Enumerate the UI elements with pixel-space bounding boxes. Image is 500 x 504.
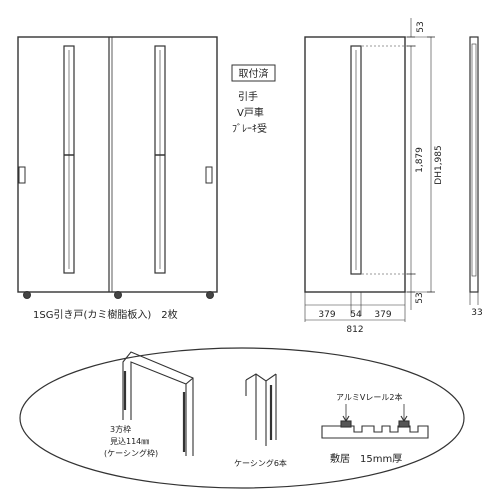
- dim-bottom-text: 53: [415, 292, 425, 303]
- parts-oval: [19, 347, 465, 489]
- dim-middle-text: 1,879: [415, 147, 425, 173]
- casing-label: ケーシング6本: [234, 458, 287, 468]
- door-caption: 1SG引き戸(カミ樹脂板入) 2枚: [33, 308, 178, 321]
- dim-width-center: 54: [350, 310, 362, 320]
- frame-outer: [122, 351, 194, 456]
- frame-inner: [130, 361, 187, 456]
- right-recessed-pull: [205, 166, 213, 184]
- rail-left: [340, 420, 352, 428]
- sill-label: 敷居 15mm厚: [330, 452, 402, 465]
- dim-depth-text: 33: [471, 308, 482, 318]
- dim-width-total-text: 812: [346, 325, 363, 335]
- casing-top: [245, 373, 277, 382]
- wheel-1: [23, 291, 31, 299]
- installed-badge-box: [231, 64, 276, 82]
- frame-label-line2: 見込114㎜: [110, 437, 149, 446]
- rail-label: アルミVレール2本: [336, 392, 402, 402]
- left-door-long-handle: [63, 45, 75, 274]
- right-door-long-handle: [154, 45, 166, 274]
- dim-width-right: 379: [374, 310, 391, 320]
- elevation-outline: [304, 36, 406, 293]
- frame-sketch: [122, 351, 194, 456]
- frame-label-line1: 3方枠: [110, 424, 131, 434]
- casing-sketch: [245, 373, 277, 446]
- accessory-handle: 引手: [238, 90, 258, 103]
- frame-corner: [185, 377, 194, 385]
- wheel-3: [206, 291, 214, 299]
- wheel-2: [114, 291, 122, 299]
- accessory-brake: ﾌﾞﾚｰｷ受: [232, 123, 267, 135]
- installed-badge: 取付済: [239, 67, 269, 80]
- frame-label-line3: (ケーシング枠): [104, 448, 158, 458]
- door-outline: [17, 36, 218, 293]
- dim-width-left: 379: [318, 310, 335, 320]
- left-recessed-pull: [18, 166, 26, 184]
- sill-profile: [321, 425, 429, 439]
- side-section: [469, 36, 479, 293]
- side-section-inner: [471, 43, 477, 277]
- door-pair: [17, 36, 218, 299]
- door-elevation: [304, 18, 479, 322]
- sill-sketch: [321, 404, 429, 439]
- dim-overall-text: DH1,985: [434, 145, 444, 184]
- accessory-roller: V戸車: [237, 106, 264, 119]
- dim-top-text: 53: [416, 21, 426, 32]
- rail-right: [398, 420, 410, 428]
- elevation-handle: [350, 45, 362, 275]
